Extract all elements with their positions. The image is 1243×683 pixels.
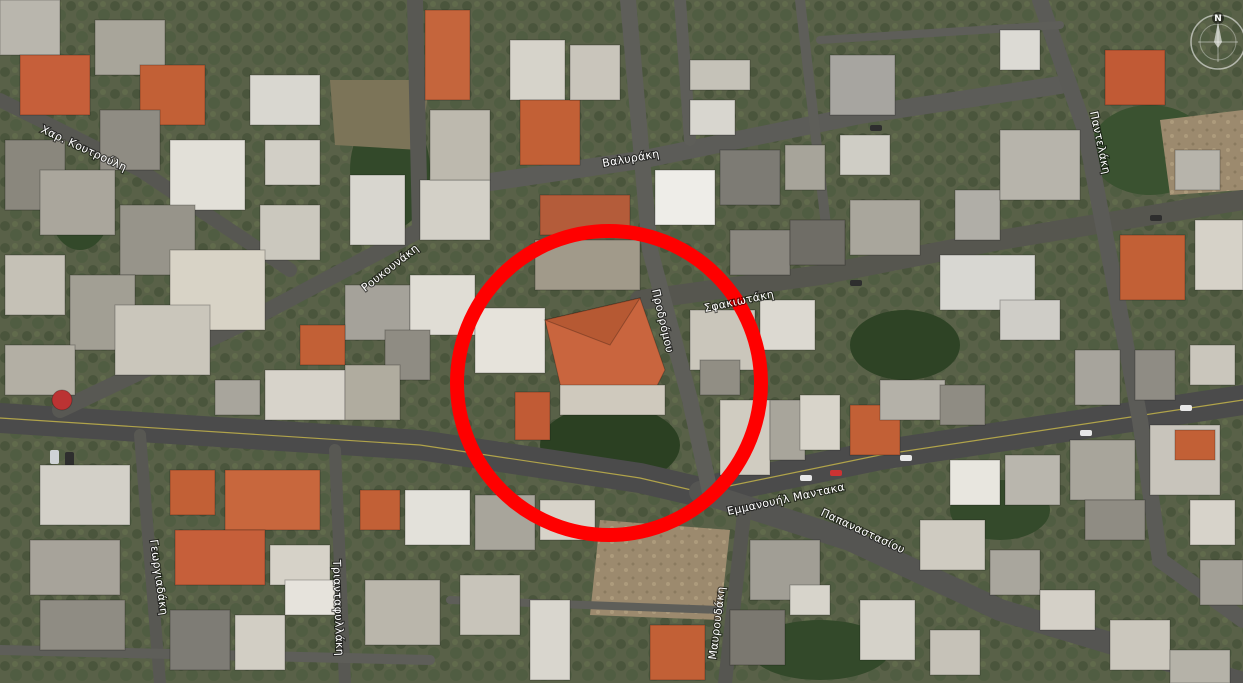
compass-needle-icon <box>1214 22 1222 48</box>
compass[interactable]: N <box>1190 12 1243 70</box>
road-valyraki <box>461 76 1069 194</box>
road-prodromou <box>620 0 718 500</box>
road-georgiadaki <box>134 429 166 683</box>
road-pantelaki <box>1032 0 1243 628</box>
road-mavroudaka <box>718 498 752 683</box>
street-label-triantafyllaki: Τριανταφυλλάκη <box>330 559 346 657</box>
highlight-circle <box>450 224 768 542</box>
compass-north-label: N <box>1214 14 1222 24</box>
road-triantafyllaki <box>329 444 351 683</box>
